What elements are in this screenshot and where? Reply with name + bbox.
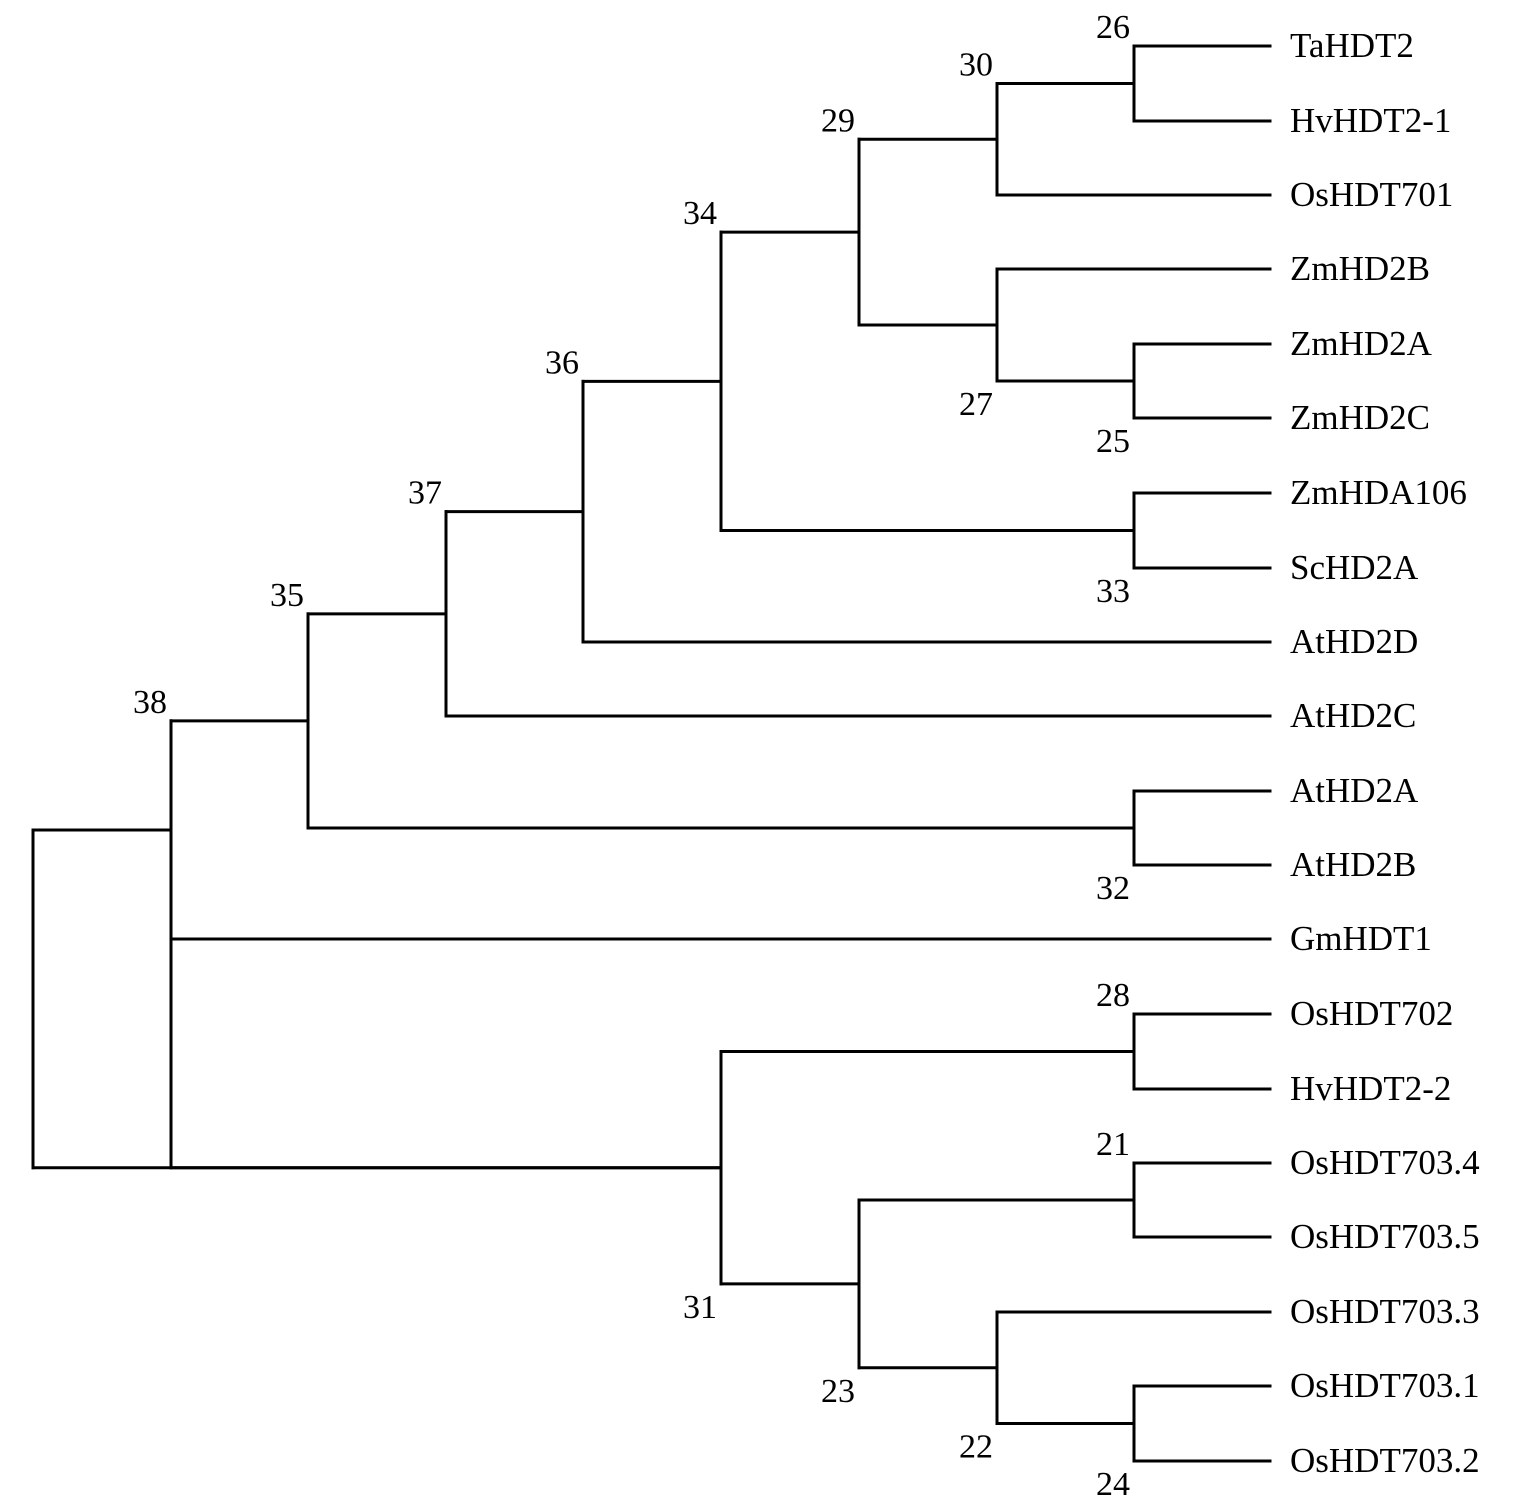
tree-branches <box>31 44 1272 1463</box>
node-label-29: 29 <box>821 102 855 139</box>
node-label-23: 23 <box>821 1373 855 1410</box>
leaf-label-oshdt702: OsHDT702 <box>1290 994 1453 1033</box>
node-label-28: 28 <box>1096 977 1130 1014</box>
leaf-label-zmhd2a: ZmHD2A <box>1290 324 1433 363</box>
leaf-label-athd2d: AtHD2D <box>1290 622 1418 661</box>
leaf-label-oshdt703-1: OsHDT703.1 <box>1290 1366 1480 1405</box>
leaf-label-zmhd2c: ZmHD2C <box>1290 398 1430 437</box>
leaf-label-hvhdt2-1: HvHDT2-1 <box>1290 101 1451 140</box>
node-labels: 38 35 37 36 34 29 30 26 27 25 33 32 31 28 23 21 22 24 <box>133 9 1130 1500</box>
node-label-25: 25 <box>1096 423 1130 460</box>
node-label-37: 37 <box>408 475 442 512</box>
leaf-label-athd2b: AtHD2B <box>1290 845 1416 884</box>
node-label-33: 33 <box>1096 573 1130 610</box>
leaf-label-athd2a: AtHD2A <box>1290 771 1419 810</box>
leaf-label-tahdt2: TaHDT2 <box>1290 26 1414 65</box>
leaf-label-athd2c: AtHD2C <box>1290 696 1416 735</box>
node-label-30: 30 <box>959 47 993 84</box>
node-label-34: 34 <box>683 195 717 232</box>
leaf-label-zmhd2b: ZmHD2B <box>1290 249 1430 288</box>
leaf-label-gmhdt1: GmHDT1 <box>1290 919 1432 958</box>
leaf-label-oshdt703-2: OsHDT703.2 <box>1290 1441 1480 1480</box>
leaf-label-schd2a: ScHD2A <box>1290 548 1419 587</box>
node-label-21: 21 <box>1096 1126 1130 1163</box>
leaf-label-oshdt703-3: OsHDT703.3 <box>1290 1292 1480 1331</box>
node-label-24: 24 <box>1096 1466 1130 1500</box>
leaf-label-oshdt703-5: OsHDT703.5 <box>1290 1217 1480 1256</box>
leaf-label-zmhda106: ZmHDA106 <box>1290 473 1467 512</box>
node-label-38: 38 <box>133 684 167 721</box>
node-label-35: 35 <box>270 577 304 614</box>
leaf-label-oshdt703-4: OsHDT703.4 <box>1290 1143 1480 1182</box>
node-label-36: 36 <box>545 344 579 381</box>
leaf-label-hvhdt2-2: HvHDT2-2 <box>1290 1069 1451 1108</box>
node-label-26: 26 <box>1096 9 1130 46</box>
node-label-32: 32 <box>1096 870 1130 907</box>
node-label-27: 27 <box>959 386 993 423</box>
node-label-22: 22 <box>959 1429 993 1466</box>
node-label-31: 31 <box>683 1289 717 1326</box>
leaf-label-oshdt701: OsHDT701 <box>1290 175 1453 214</box>
